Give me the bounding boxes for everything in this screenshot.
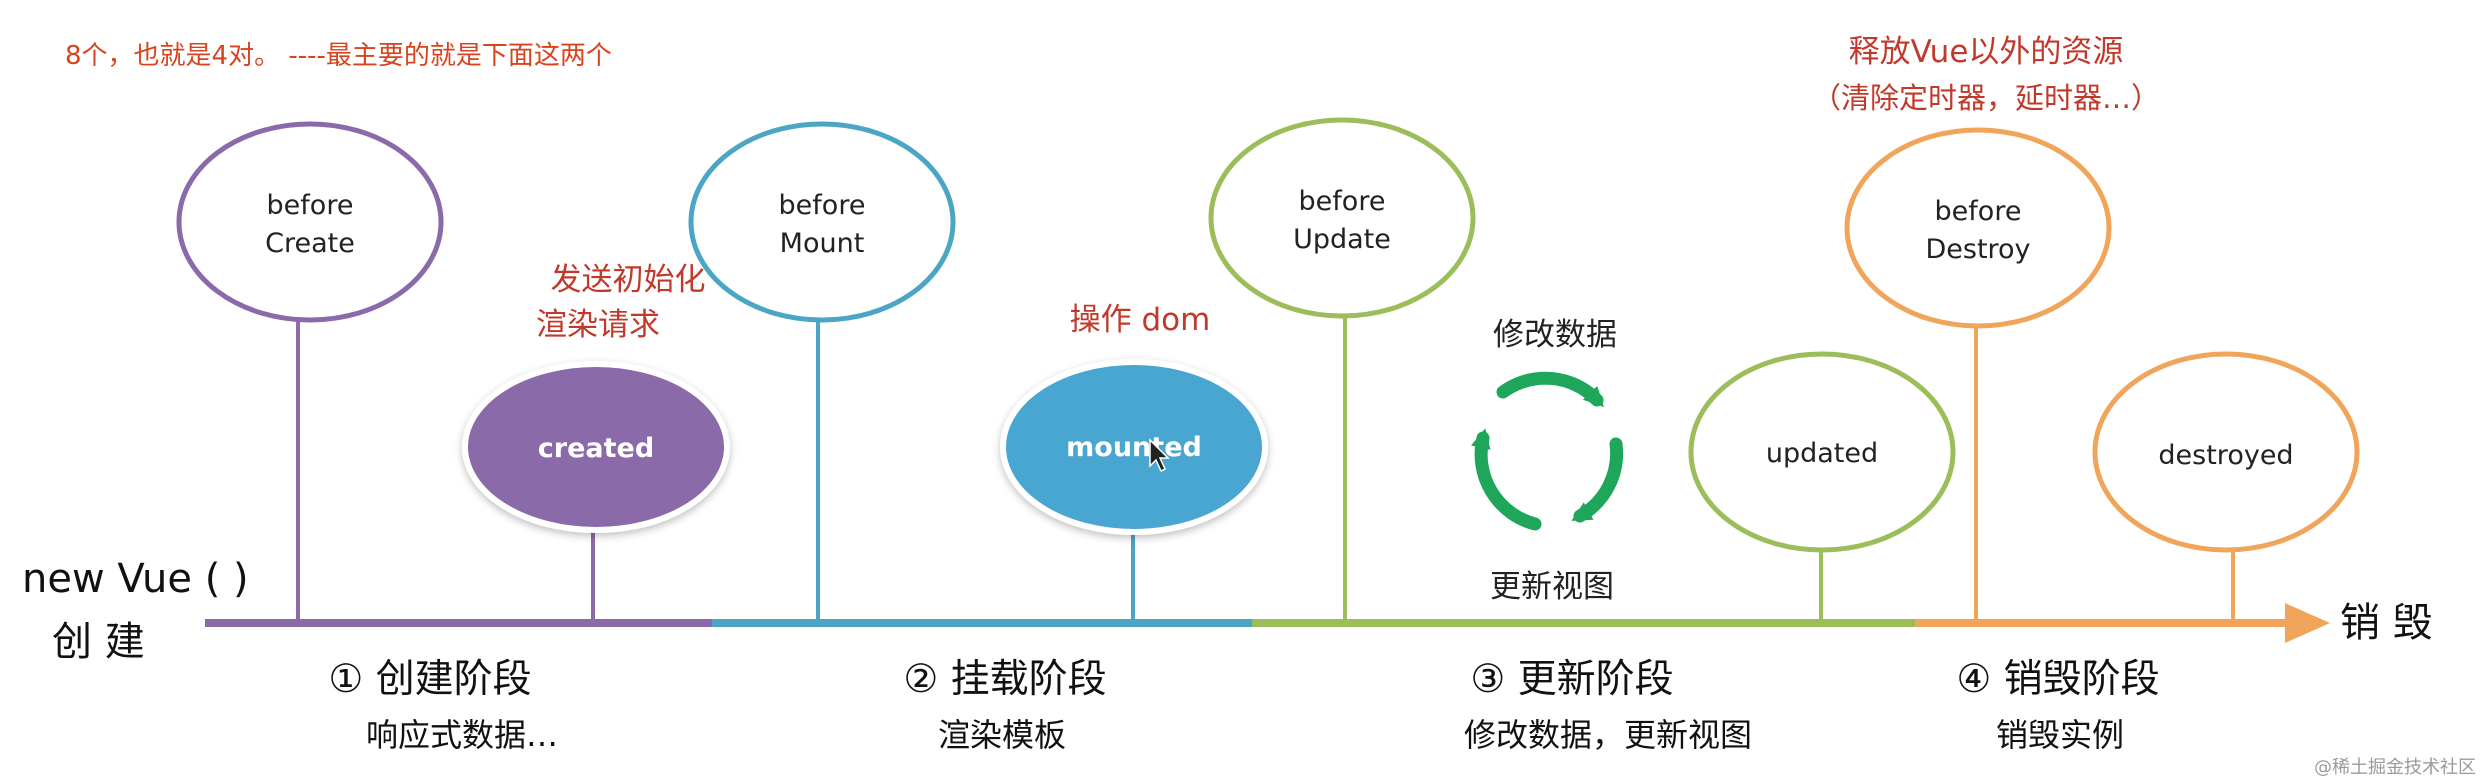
stage-desc: 响应式数据… xyxy=(366,716,558,754)
update-bottom-note: 更新视图 xyxy=(1490,569,1614,605)
destroy-note-line1: 释放Vue以外的资源 xyxy=(1849,34,2124,70)
update-top-note: 修改数据 xyxy=(1493,317,1617,353)
hook-before-update: before Update xyxy=(1208,117,1476,319)
mouse-cursor-icon xyxy=(1149,438,1170,473)
hook-before-create: before Create xyxy=(176,121,444,323)
stage-title: ④ 销毁阶段 xyxy=(1956,657,2159,702)
hook-updated-label: updated xyxy=(1766,438,1878,469)
hook-before-update-line2: Update xyxy=(1293,224,1391,255)
stage-destroy: ④ 销毁阶段 销毁实例 xyxy=(1956,657,2159,754)
destroy-note-line2: （清除定时器，延时器…） xyxy=(1812,81,2160,115)
hook-destroyed: destroyed xyxy=(2092,351,2360,553)
top-note: 8个，也就是4对。 ----最主要的就是下面这两个 xyxy=(65,41,612,71)
stage-desc: 渲染模板 xyxy=(938,716,1066,754)
hook-before-destroy: before Destroy xyxy=(1844,127,2112,329)
mounted-note: 操作 dom xyxy=(1070,302,1211,338)
refresh-cycle-icon xyxy=(1470,371,1624,531)
hook-before-create-line1: before xyxy=(267,190,354,221)
hook-before-mount-line2: Mount xyxy=(780,228,865,259)
timeline xyxy=(205,603,2330,643)
end-label: 销 毁 xyxy=(2340,600,2433,646)
stage-mount: ② 挂载阶段 渲染模板 xyxy=(903,657,1106,754)
start-label-line1: new Vue ( ) xyxy=(22,556,249,602)
hook-before-mount: before Mount xyxy=(688,121,956,323)
created-note-line2: 渲染请求 xyxy=(536,307,660,343)
hook-created: created xyxy=(462,361,730,533)
hook-mounted: mounted xyxy=(1000,359,1268,535)
hook-created-label: created xyxy=(538,433,654,464)
stage-desc: 修改数据，更新视图 xyxy=(1464,716,1752,754)
hook-mounted-label: mounted xyxy=(1066,432,1202,463)
stage-title: ① 创建阶段 xyxy=(328,657,531,702)
start-label-line2: 创 建 xyxy=(52,619,145,665)
hook-stems xyxy=(296,315,2235,620)
stage-desc: 销毁实例 xyxy=(1996,716,2124,754)
watermark: @稀土掘金技术社区 xyxy=(2314,757,2476,778)
stage-create: ① 创建阶段 响应式数据… xyxy=(328,657,558,754)
hook-destroyed-label: destroyed xyxy=(2158,440,2293,471)
stage-title: ② 挂载阶段 xyxy=(903,657,1106,702)
hook-updated: updated xyxy=(1688,351,1956,553)
stage-title: ③ 更新阶段 xyxy=(1470,657,1673,702)
hook-before-destroy-line1: before xyxy=(1935,196,2022,227)
hook-before-destroy-line2: Destroy xyxy=(1925,234,2030,265)
hook-before-update-line1: before xyxy=(1299,186,1386,217)
created-note-line1: 发送初始化 xyxy=(551,262,706,298)
timeline-arrow-icon xyxy=(2285,603,2330,643)
hook-before-create-line2: Create xyxy=(265,228,355,259)
hook-before-mount-line1: before xyxy=(779,190,866,221)
stage-update: ③ 更新阶段 修改数据，更新视图 xyxy=(1464,657,1752,754)
